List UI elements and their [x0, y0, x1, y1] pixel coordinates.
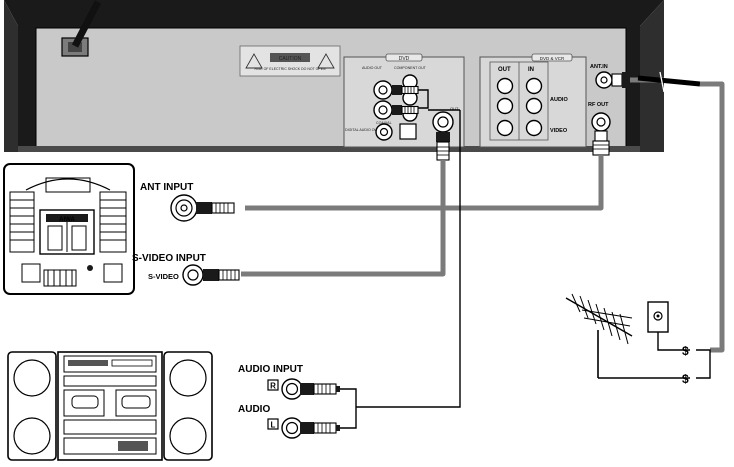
- caution-text: RISK OF ELECTRIC SHOCK DO NOT OPEN: [254, 67, 326, 71]
- svideo-out-label: OUT: [450, 106, 459, 111]
- audio-in-l-jack[interactable]: [525, 97, 543, 115]
- dvd-section-label: DVD: [399, 56, 410, 62]
- power-cord: [61, 0, 102, 57]
- digital-audio-out-label: DIGITAL AUDIO OUT: [345, 128, 380, 132]
- component-out-label: COMPONENT OUT: [394, 66, 427, 70]
- tv-ant-input-label: ANT INPUT: [140, 182, 193, 193]
- coaxial-label: COAXIAL: [376, 121, 392, 125]
- stereo-audio-input: AUDIO INPUT AUDIO R L: [238, 364, 340, 439]
- coil-symbol-bottom: $: [682, 372, 689, 386]
- audio-out-r-jack[interactable]: [496, 77, 514, 95]
- stereo-audio-input-label: AUDIO INPUT: [238, 364, 303, 375]
- dvd-vcr-player-rear-panel: CAUTION RISK OF ELECTRIC SHOCK DO NOT OP…: [4, 0, 664, 152]
- tv-svideo-input: S-VIDEO INPUT S-VIDEO: [132, 253, 240, 286]
- in-column-label: IN: [528, 67, 534, 73]
- audio-io-label: AUDIO: [550, 97, 568, 103]
- caution-label: CAUTION RISK OF ELECTRIC SHOCK DO NOT OP…: [239, 45, 341, 77]
- tv-ant-input: ANT INPUT: [140, 182, 235, 222]
- tv-svideo-jack-label: S-VIDEO: [148, 272, 179, 281]
- antenna-cable: [611, 71, 725, 353]
- out-column-label: OUT: [498, 67, 511, 73]
- tv-svideo-input-label: S-VIDEO INPUT: [132, 253, 206, 264]
- audio-cable: [340, 89, 461, 429]
- ant-in-label: ANT.IN: [590, 64, 608, 70]
- dvd-audio-out-plugs: [392, 85, 419, 115]
- rf-out-label: RF OUT: [588, 102, 609, 108]
- audio-out-l-jack[interactable]: [496, 97, 514, 115]
- audio-in-r-jack[interactable]: [525, 77, 543, 95]
- audio-out-label: AUDIO OUT: [362, 66, 383, 70]
- left-channel-badge: [267, 418, 279, 430]
- stereo-audio-label: AUDIO: [238, 404, 270, 415]
- video-out-jack[interactable]: [496, 119, 514, 137]
- television: AIWA: [3, 163, 135, 295]
- video-io-label: VIDEO: [550, 128, 568, 134]
- video-in-jack[interactable]: [525, 119, 543, 137]
- tv-antenna: $ $: [565, 293, 711, 386]
- right-channel-badge: [267, 379, 279, 391]
- stereo-system: [7, 351, 213, 461]
- dvd-vcr-section-label: DVD & VCR: [540, 56, 565, 61]
- rf-to-tv-cable: [245, 130, 610, 211]
- svideo-cable: [241, 132, 450, 277]
- optical-out-jack[interactable]: [399, 123, 417, 140]
- dvd-vcr-io-section: DVD & VCR OUT IN AUDIO VIDEO: [479, 53, 587, 148]
- right-channel-label: R: [270, 382, 276, 391]
- tv-brand: AIWA: [59, 217, 75, 223]
- caution-title: CAUTION: [279, 56, 302, 62]
- left-channel-label: L: [271, 421, 276, 430]
- coil-symbol-top: $: [682, 344, 689, 358]
